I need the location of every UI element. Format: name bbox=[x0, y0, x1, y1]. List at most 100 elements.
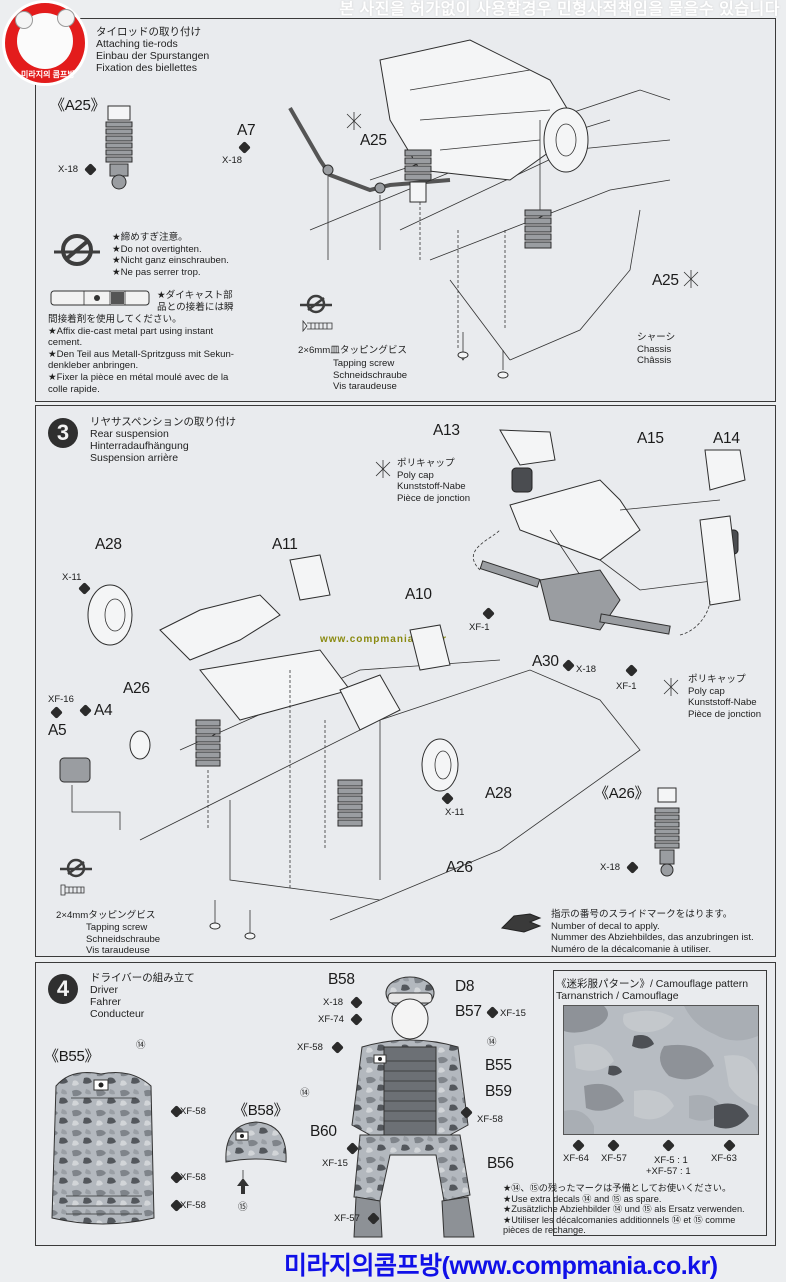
a25-detail-label: 《A25》 bbox=[50, 97, 106, 114]
chassis-label: シャーシ Chassis Châssis bbox=[637, 332, 675, 367]
decal-arrow-up-icon bbox=[237, 1170, 249, 1194]
note-line: colle rapide. bbox=[48, 383, 100, 395]
step3-title-jp: リヤサスペンションの取り付け bbox=[90, 416, 237, 428]
step3-title-en: Rear suspension bbox=[90, 428, 169, 440]
decal-note-line: Number of decal to apply. bbox=[551, 920, 660, 932]
x11-paint-label-right: X-11 bbox=[445, 807, 465, 818]
part-label-b59: B59 bbox=[485, 1083, 512, 1100]
part-label-a15: A15 bbox=[637, 430, 664, 447]
screw-drawing bbox=[457, 332, 509, 379]
b58-detail-label: 《B58》 bbox=[233, 1102, 289, 1119]
no-overtighten-icon bbox=[60, 858, 92, 878]
polycap-icon bbox=[346, 112, 362, 130]
step2-title: タイロッドの取り付け Attaching tie-rods Einbau der… bbox=[96, 26, 209, 74]
screw-size-label: 2×6mm皿タッピングビス bbox=[298, 345, 408, 356]
part-label-a5: A5 bbox=[48, 722, 67, 739]
screw-size-label: 2×4mmタッピングビス bbox=[56, 910, 156, 921]
spare-note-line: ★Use extra decals ⑭ and ⑮ as spare. bbox=[503, 1193, 662, 1204]
step2-title-en: Attaching tie-rods bbox=[96, 38, 178, 50]
chassis-label-en: Chassis bbox=[637, 343, 672, 355]
step3-title-de: Hinterradaufhängung bbox=[90, 440, 189, 452]
driver-figure-drawing bbox=[351, 976, 475, 1238]
camo-paint-label-xf5-mix: XF-5 : 1 bbox=[654, 1155, 688, 1166]
screw-name: Vis taraudeuse bbox=[333, 381, 397, 393]
decal-number-14: ⑭ bbox=[136, 1040, 146, 1051]
chassis-label-jp: シャーシ bbox=[637, 332, 676, 343]
b58-helmet-drawing bbox=[225, 1121, 287, 1163]
polycap-line: Poly cap bbox=[397, 469, 434, 481]
a26-detail-label: 《A26》 bbox=[594, 785, 650, 802]
xf57-paint-label-boot: XF-57 bbox=[334, 1213, 360, 1224]
camo-paint-label-xf64: XF-64 bbox=[563, 1153, 589, 1164]
part-label-b60: B60 bbox=[310, 1123, 337, 1140]
camouflage-title-line2: Tarnanstrich / Camouflage bbox=[556, 990, 679, 1002]
polycap-line: Pièce de jonction bbox=[397, 492, 471, 504]
note-line: cement. bbox=[48, 337, 83, 349]
step4-title-en: Driver bbox=[90, 984, 118, 996]
xf58-paint-label-shoulder: XF-58 bbox=[297, 1042, 323, 1053]
xf74-paint-label: XF-74 bbox=[318, 1014, 344, 1025]
polycap-line: Kunststoff-Nabe bbox=[397, 481, 466, 493]
part-label-a13: A13 bbox=[433, 422, 460, 439]
camo-paint-label-xf57: XF-57 bbox=[601, 1153, 627, 1164]
site-url-watermark: www.compmania.co.kr bbox=[320, 634, 447, 645]
part-label-a25-left: A25 bbox=[360, 132, 387, 149]
tie-rod-assembly-drawing bbox=[288, 39, 671, 361]
x18-paint-label-a30: X-18 bbox=[576, 664, 597, 675]
spare-note-line: ★⑭、⑮の残ったマークは予備としてお使いください。 bbox=[503, 1183, 732, 1193]
warning-line: ★Do not overtighten. bbox=[112, 243, 202, 255]
polycap-line: Poly cap bbox=[688, 685, 725, 697]
a25-shock-detail-drawing bbox=[105, 105, 133, 190]
step2-title-de: Einbau der Spurstangen bbox=[96, 50, 210, 62]
a7-paint-label: X-18 bbox=[222, 155, 243, 166]
a26-detail-paint-label: X-18 bbox=[600, 862, 621, 873]
part-label-a28-right: A28 bbox=[485, 785, 512, 802]
camo-paint-label-xf63: XF-63 bbox=[711, 1153, 737, 1164]
step2-title-fr: Fixation des biellettes bbox=[96, 62, 197, 74]
part-label-b57: B57 bbox=[455, 1003, 482, 1020]
warning-line: ★Nicht ganz einschrauben. bbox=[112, 255, 229, 267]
decal-arrow-icon bbox=[500, 913, 542, 933]
part-label-d8: D8 bbox=[455, 978, 475, 995]
step3-title-fr: Suspension arrière bbox=[90, 452, 179, 464]
tapping-screw-icon bbox=[60, 884, 85, 896]
a26-shock-detail-drawing bbox=[654, 787, 680, 877]
screw-name-labels: Tapping screw Schneidschraube Vis taraud… bbox=[333, 358, 407, 393]
decal-number-14: ⑭ bbox=[300, 1088, 310, 1099]
spare-decal-note: ★⑭、⑮の残ったマークは予備としてお使いください。 ★Use extra dec… bbox=[503, 1183, 745, 1236]
part-label-a11: A11 bbox=[272, 536, 298, 553]
note-line: ★Affix die-cast metal part using instant bbox=[48, 325, 214, 337]
polycap-icon bbox=[683, 270, 699, 288]
b55-detail-label: 《B55》 bbox=[44, 1048, 100, 1065]
spare-note-line: ★Utiliser les décalcomanies additionnels… bbox=[503, 1214, 736, 1225]
screw-name-labels: Tapping screw Schneidschraube Vis taraud… bbox=[86, 922, 160, 957]
copyright-watermark-banner: 본 사진을 허가없이 사용할경우 민형사적책임을 물을수 있습니다 bbox=[339, 1, 780, 18]
polycap-line: ポリキャップ bbox=[397, 458, 455, 469]
decal-note-line: 指示の番号のスライドマークをはります。 bbox=[551, 909, 733, 920]
polycap-icon bbox=[375, 460, 391, 478]
xf15-paint-label-b57: XF-15 bbox=[500, 1008, 526, 1019]
no-overtighten-icon bbox=[54, 234, 100, 266]
step4-title-jp: ドライバーの組み立て bbox=[90, 972, 195, 984]
screw-name: Schneidschraube bbox=[333, 369, 408, 381]
decal-note-line: Nummer des Abziehbildes, das anzubringen… bbox=[551, 932, 754, 944]
polycap-line: Kunststoff-Nabe bbox=[688, 697, 757, 709]
part-label-a14: A14 bbox=[713, 430, 740, 447]
step4-title-de: Fahrer bbox=[90, 996, 121, 1008]
screw-name: Tapping screw bbox=[86, 922, 148, 933]
decal-note-line: Numéro de la décalcomanie à utiliser. bbox=[551, 943, 711, 955]
screw-name: Vis taraudeuse bbox=[86, 945, 150, 957]
screw-name: Schneidschraube bbox=[86, 933, 161, 945]
polycap-label-right: ポリキャップ Poly cap Kunststoff-Nabe Pièce de… bbox=[688, 674, 761, 720]
camouflage-title-line1: 《迷彩服パターン》/ Camouflage pattern bbox=[556, 978, 749, 990]
note-line: denkleber anbringen. bbox=[48, 360, 139, 372]
mascot-ear-icon bbox=[57, 9, 75, 27]
cement-tube-icon bbox=[50, 290, 150, 306]
spare-note-line: pièces de rechange. bbox=[503, 1225, 586, 1236]
b55-paint-label: XF-58 bbox=[180, 1200, 206, 1211]
camouflage-pattern-swatch bbox=[563, 1005, 759, 1135]
warning-line: ★Ne pas serrer trop. bbox=[112, 266, 201, 278]
note-line: ★Fixer la pièce en métal moulé avec de l… bbox=[48, 371, 229, 383]
part-label-b56: B56 bbox=[487, 1155, 514, 1172]
step4-title-fr: Conducteur bbox=[90, 1008, 145, 1020]
